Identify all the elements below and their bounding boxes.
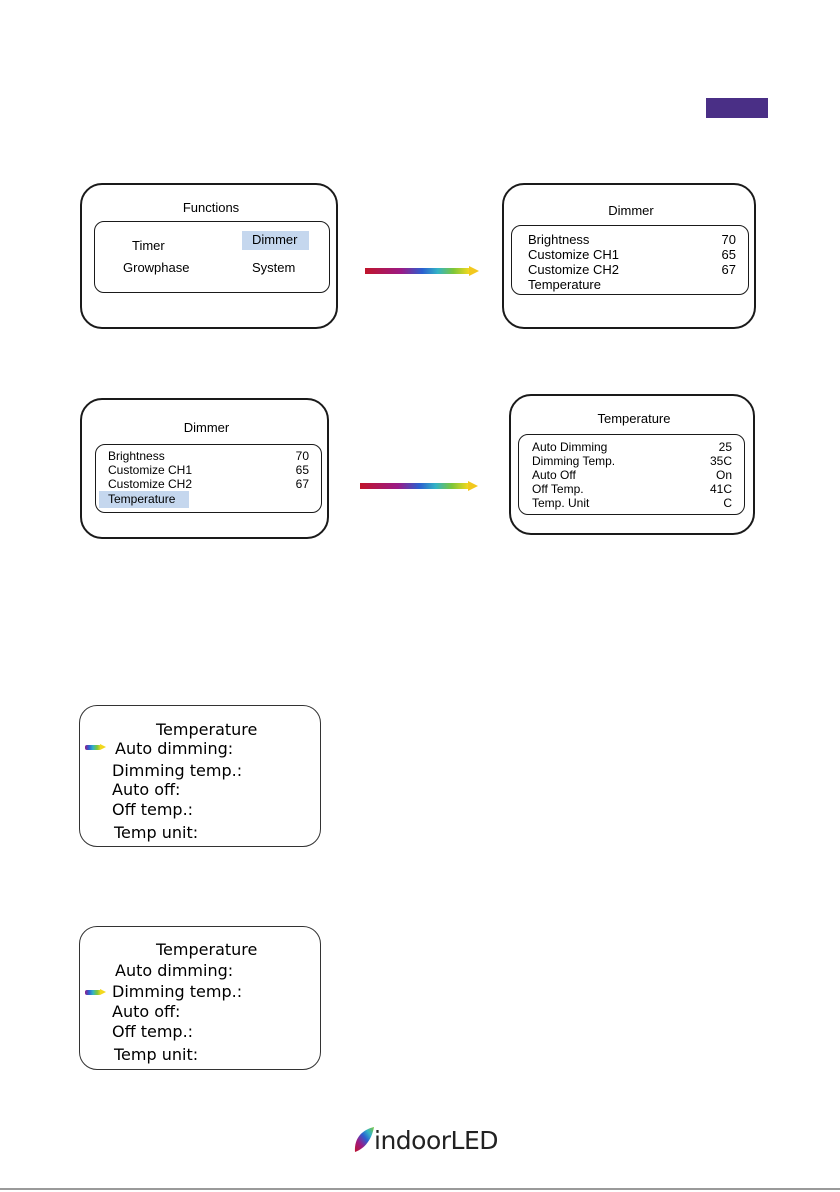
row-ch1-value: 65 <box>295 463 309 477</box>
selection-pointer-icon <box>85 744 106 750</box>
row-auto-dimming-value: 25 <box>718 440 732 454</box>
indoorled-logo: indoorLED <box>352 1124 499 1156</box>
row-ch2-label[interactable]: Customize CH2 <box>108 477 193 491</box>
row-temperature-label[interactable]: Temperature <box>528 277 601 292</box>
row-brightness-value: 70 <box>295 449 309 463</box>
row-ch1-label[interactable]: Customize CH1 <box>528 247 620 262</box>
row-temp-unit-value: C <box>723 496 732 510</box>
list-b-item-auto-off[interactable]: Auto off: <box>112 1002 181 1021</box>
temperature-title: Temperature <box>597 411 671 426</box>
temperature-list-b: Temperature Auto dimming: Dimming temp.:… <box>79 926 321 1070</box>
row-dimming-temp-value: 35C <box>709 454 732 468</box>
transition-arrow-1 <box>365 266 479 276</box>
dimmer-selected-title: Dimmer <box>183 420 230 435</box>
temperature-screen: Temperature Auto Dimming 25 Dimming Temp… <box>509 394 755 535</box>
row-brightness-label[interactable]: Brightness <box>108 449 165 463</box>
list-a-item-off-temp[interactable]: Off temp.: <box>112 800 194 819</box>
temperature-list-a: Temperature Auto dimming: Dimming temp.:… <box>79 705 321 847</box>
functions-screen: Functions Timer Dimmer Growphase System <box>80 183 338 329</box>
row-brightness-label[interactable]: Brightness <box>528 232 590 247</box>
dimmer-list: Brightness 70 Customize CH1 65 Customize… <box>511 225 749 295</box>
selection-pointer-icon <box>85 989 106 995</box>
row-auto-dimming-label[interactable]: Auto Dimming <box>532 440 608 454</box>
dimmer-title: Dimmer <box>608 203 654 218</box>
leaf-icon <box>354 1127 374 1152</box>
row-temperature-selected[interactable]: Temperature <box>99 491 190 508</box>
row-off-temp-label[interactable]: Off Temp. <box>532 482 584 496</box>
functions-title: Functions <box>182 200 240 215</box>
menu-item-timer[interactable]: Timer <box>132 238 165 253</box>
menu-item-growphase[interactable]: Growphase <box>123 260 190 275</box>
dimmer-screen: Dimmer Brightness 70 Customize CH1 65 Cu… <box>502 183 756 329</box>
list-b-item-auto-dimming[interactable]: Auto dimming: <box>115 961 234 980</box>
row-ch2-value: 67 <box>295 477 309 491</box>
row-temp-unit-label[interactable]: Temp. Unit <box>532 496 590 510</box>
row-dimming-temp-label[interactable]: Dimming Temp. <box>532 454 616 468</box>
list-a-title: Temperature <box>156 720 258 739</box>
list-b-title: Temperature <box>156 940 258 959</box>
logo-wordmark: indoorLED <box>374 1126 499 1155</box>
footer-divider <box>0 1188 840 1190</box>
list-a-item-dimming-temp[interactable]: Dimming temp.: <box>112 761 243 780</box>
row-auto-off-value: On <box>715 468 732 482</box>
dimmer-screen-selected: Dimmer Brightness 70 Customize CH1 65 Cu… <box>80 398 329 539</box>
row-ch1-value: 65 <box>721 247 736 262</box>
temperature-list: Auto Dimming 25 Dimming Temp. 35C Auto O… <box>518 434 745 515</box>
functions-menu: Timer Dimmer Growphase System <box>94 221 330 293</box>
list-a-item-temp-unit[interactable]: Temp unit: <box>114 823 199 842</box>
menu-item-dimmer[interactable]: Dimmer <box>242 231 309 250</box>
row-ch1-label[interactable]: Customize CH1 <box>108 463 193 477</box>
page-tab-badge <box>706 98 768 118</box>
list-a-item-auto-off[interactable]: Auto off: <box>112 780 181 799</box>
row-off-temp-value: 41C <box>709 482 732 496</box>
row-auto-off-label[interactable]: Auto Off <box>532 468 576 482</box>
dimmer-selected-list: Brightness 70 Customize CH1 65 Customize… <box>95 444 322 513</box>
menu-item-system[interactable]: System <box>252 260 296 275</box>
row-ch2-value: 67 <box>721 262 736 277</box>
transition-arrow-2 <box>360 481 478 491</box>
row-ch2-label[interactable]: Customize CH2 <box>528 262 620 277</box>
list-a-item-auto-dimming[interactable]: Auto dimming: <box>115 739 234 758</box>
list-b-item-off-temp[interactable]: Off temp.: <box>112 1022 194 1041</box>
list-b-item-dimming-temp[interactable]: Dimming temp.: <box>112 982 243 1001</box>
row-brightness-value: 70 <box>721 232 736 247</box>
list-b-item-temp-unit[interactable]: Temp unit: <box>114 1045 199 1064</box>
